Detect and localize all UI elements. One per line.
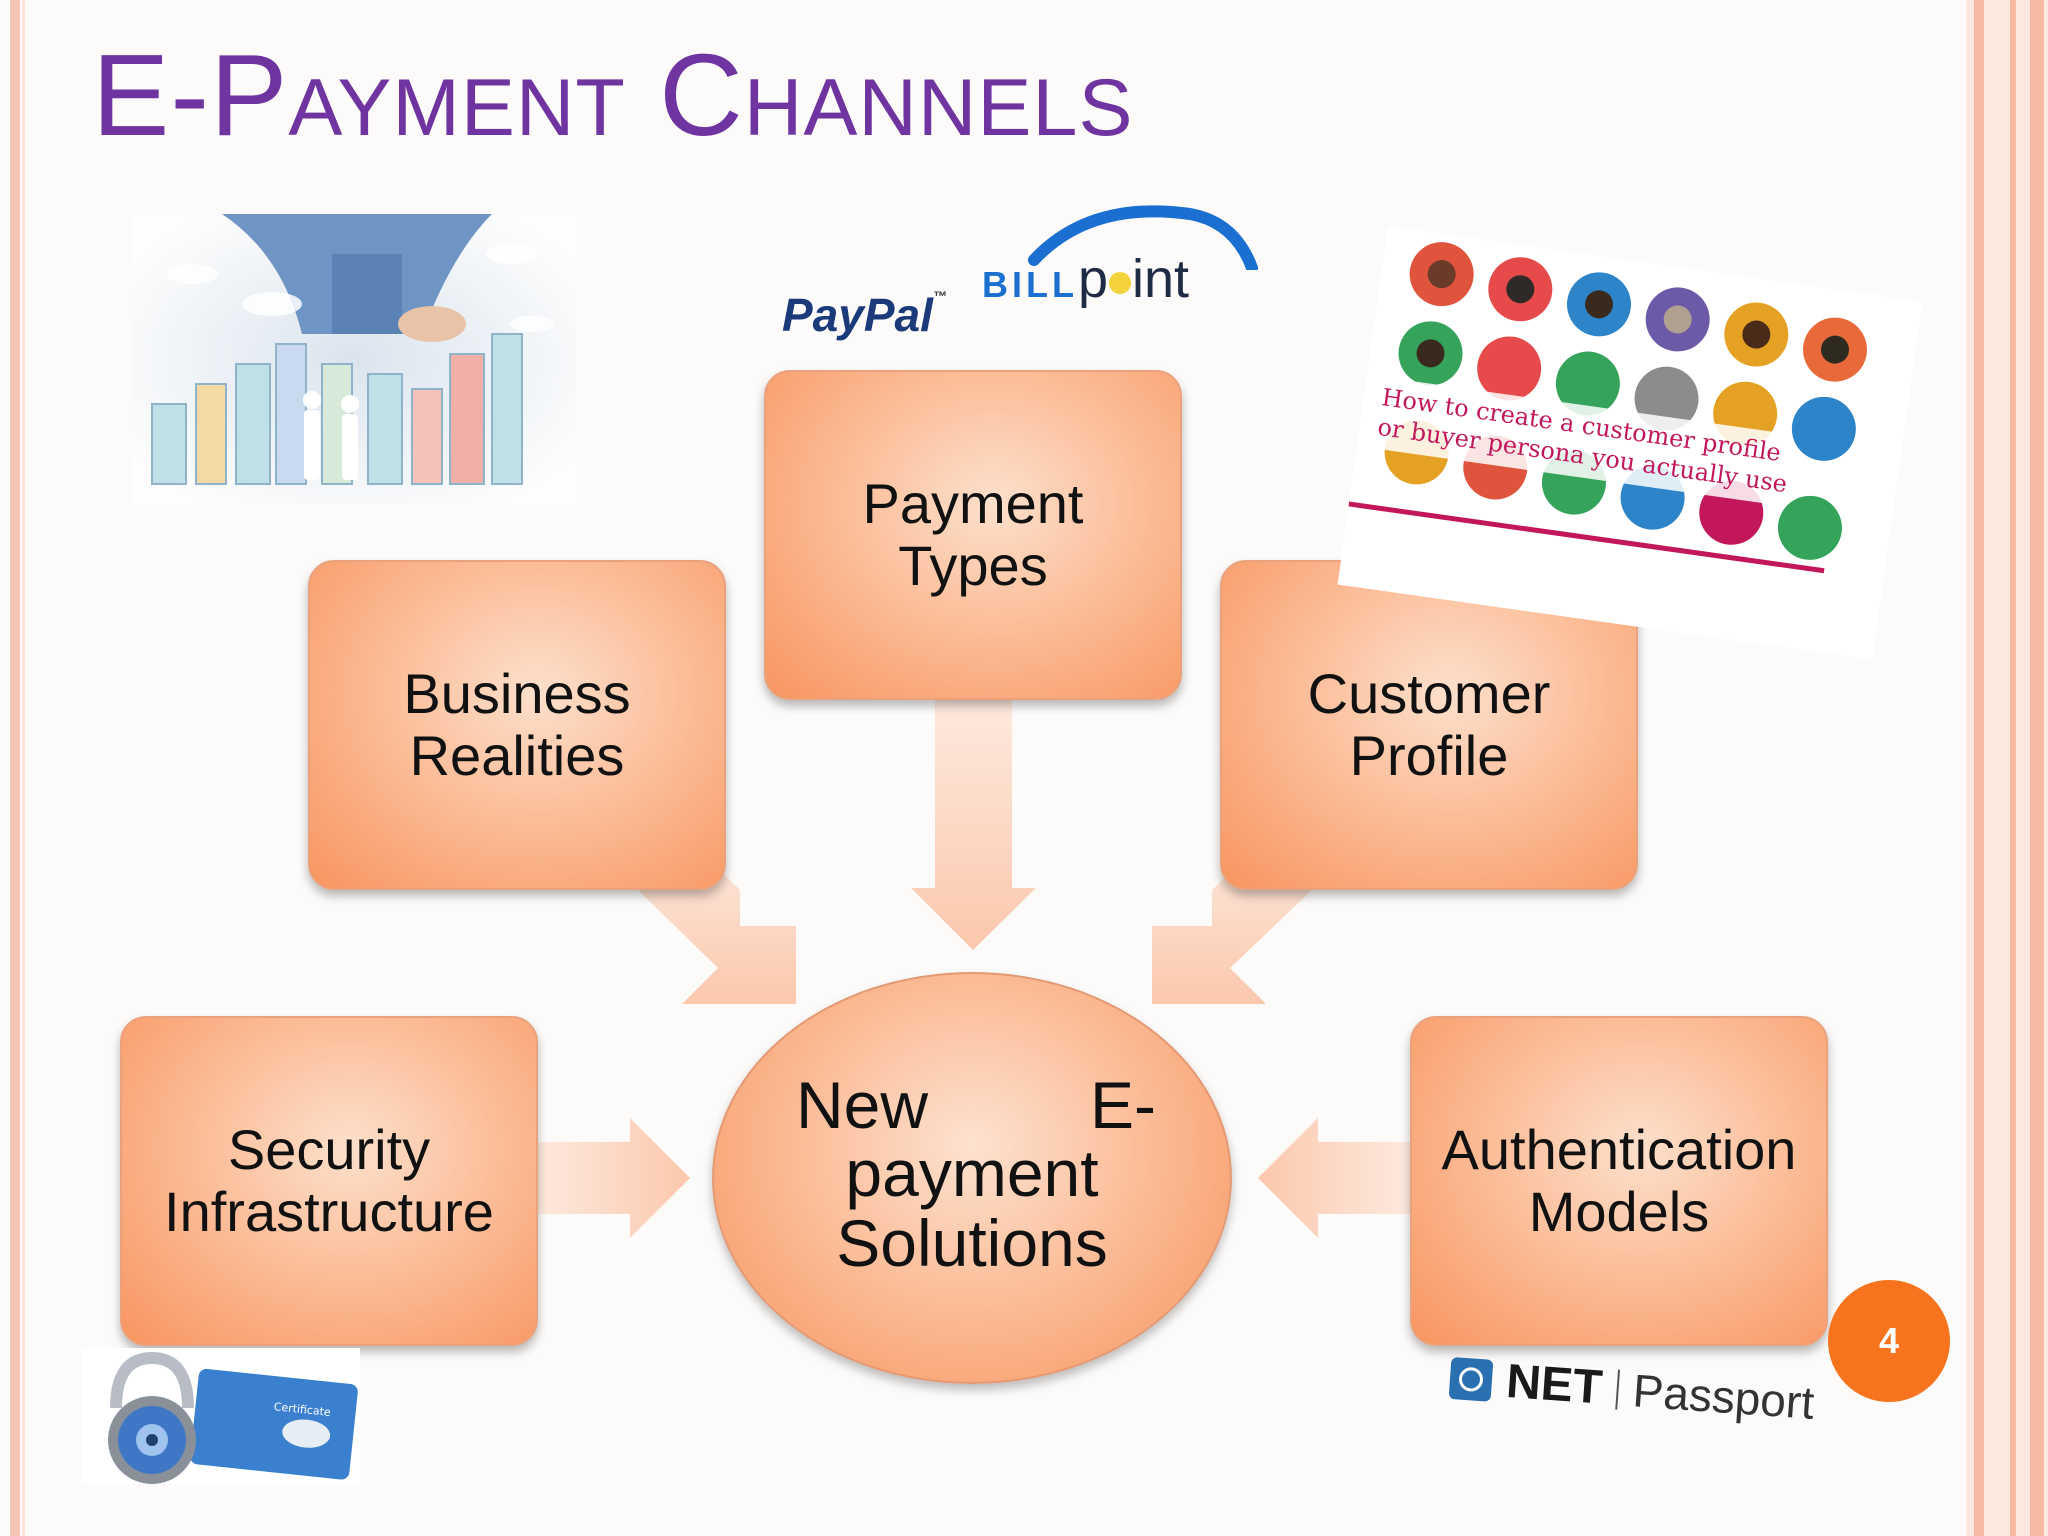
billpoint-int: int	[1132, 249, 1190, 309]
paypal-tm: ™	[932, 288, 947, 304]
box-label: Security	[227, 1118, 431, 1181]
center-label: payment	[845, 1136, 1099, 1210]
customer-persona-image: How to create a customer profile or buye…	[1337, 226, 1923, 660]
frame-stripe	[2030, 0, 2044, 1536]
slide-frame-left	[10, 0, 20, 1536]
arrow-authentication-models	[1258, 1118, 1410, 1238]
card-label: Certificate	[273, 1400, 331, 1419]
billpoint-arc-icon	[1028, 205, 1258, 270]
box-label: Customer	[1307, 662, 1551, 725]
billpoint-p: p	[1077, 249, 1109, 309]
slide-frame-right	[1966, 0, 2048, 1536]
new-epayment-solutions-node: New E- payment Solutions	[712, 972, 1232, 1384]
persona-avatars-illustration: How to create a customer profile or buye…	[1337, 226, 1923, 660]
lock-card-illustration: Certificate	[82, 1348, 360, 1484]
center-label: Solutions	[836, 1206, 1108, 1280]
center-label: E-	[1090, 1068, 1156, 1142]
net-text: NET	[1504, 1354, 1605, 1415]
box-label: Models	[1528, 1180, 1710, 1243]
business-city-illustration	[132, 214, 576, 504]
arrow-payment-types	[911, 700, 1036, 950]
passport-compass-icon	[1448, 1356, 1494, 1402]
frame-stripe	[1974, 0, 1984, 1536]
box-label: Business	[403, 662, 631, 725]
passport-text: Passport	[1631, 1364, 1816, 1429]
box-label: Realities	[409, 724, 625, 787]
box-label: Profile	[1349, 724, 1509, 787]
center-label: New	[796, 1068, 929, 1142]
security-lock-card-image: Certificate	[82, 1348, 360, 1484]
box-label: Payment	[862, 472, 1084, 535]
paypal-text: PayPal	[782, 289, 933, 341]
paypal-logo: PayPal™	[782, 288, 947, 342]
logo-divider	[1615, 1369, 1620, 1410]
page-number-badge: 4	[1828, 1280, 1950, 1402]
box-label: Types	[898, 534, 1048, 597]
billpoint-bill: BILL	[982, 264, 1078, 305]
business-city-image	[132, 214, 576, 504]
box-label: Infrastructure	[164, 1180, 494, 1243]
arrow-security-infrastructure	[538, 1118, 690, 1238]
box-label: Authentication	[1441, 1118, 1797, 1181]
billpoint-dot-icon	[1109, 271, 1132, 294]
slide-frame-left-line	[22, 0, 25, 1536]
slide-title: E-Payment Channels	[92, 30, 1134, 160]
frame-stripe	[2010, 0, 2016, 1536]
